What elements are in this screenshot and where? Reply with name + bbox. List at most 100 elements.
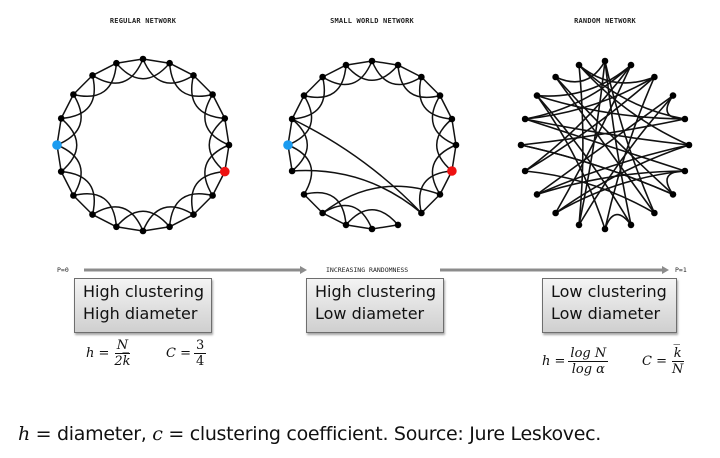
random-diameter-formula: h = log N log α (542, 346, 609, 377)
edge (291, 95, 305, 120)
box-line-2: High diameter (83, 304, 198, 323)
node (601, 225, 609, 233)
edge (211, 94, 226, 119)
edge (61, 75, 95, 120)
axis-arrowhead-end (662, 266, 669, 274)
edge (192, 194, 214, 216)
node (651, 73, 658, 81)
edge (536, 64, 632, 97)
highlight-node-blue (283, 140, 293, 150)
caption-h-symbol: h (18, 423, 30, 445)
random-network-title: RANDOM NETWORK (574, 17, 636, 25)
edge (204, 144, 230, 196)
node (448, 115, 456, 123)
node (368, 57, 376, 65)
edge (142, 58, 170, 64)
node (418, 73, 425, 81)
edge (92, 62, 117, 77)
edge (303, 193, 324, 214)
edge (291, 118, 308, 172)
edge (578, 64, 655, 84)
denominator: 4 (195, 354, 205, 369)
edge (192, 74, 214, 96)
edge (72, 194, 94, 216)
axis-start-label: P=0 (57, 266, 69, 274)
edge (554, 76, 656, 214)
networks-canvas (52, 55, 693, 235)
node (342, 221, 350, 229)
edge (56, 94, 82, 146)
node (669, 191, 677, 198)
numerator: N (114, 338, 131, 354)
node (57, 168, 65, 175)
node (139, 55, 147, 63)
edge (524, 118, 690, 146)
edge (169, 213, 194, 228)
edge (168, 63, 213, 97)
node (89, 72, 96, 79)
edge (142, 226, 170, 232)
caption-h-text: = diameter, (29, 423, 153, 445)
node (669, 92, 677, 99)
regular-properties-box: High clustering High diameter (74, 278, 212, 333)
node (521, 115, 529, 123)
edge (115, 62, 171, 80)
edge (431, 95, 457, 146)
fraction: N 2k̅ (112, 338, 132, 369)
node (681, 167, 689, 175)
denominator: N (671, 362, 684, 377)
node (681, 115, 689, 123)
node (209, 192, 216, 199)
regular-network (52, 55, 233, 235)
edge (418, 170, 452, 214)
randomness-axis (84, 266, 669, 274)
axis-end-label: P=1 (675, 266, 687, 274)
small-world-network-title: SMALL WORLD NETWORK (330, 17, 414, 25)
caption-c-text: = clustering coefficient. Source: Jure L… (162, 423, 602, 445)
node (319, 209, 326, 217)
formula-lhs: C = (166, 346, 191, 361)
node (627, 61, 635, 69)
formula-lhs: h = (86, 346, 110, 361)
node (651, 209, 658, 217)
edge (371, 224, 399, 230)
node (533, 191, 541, 198)
edge (191, 75, 225, 120)
edge (371, 60, 422, 86)
edge (303, 76, 324, 97)
node (368, 225, 376, 233)
edge (92, 206, 144, 232)
node (166, 59, 173, 67)
edge (168, 193, 213, 227)
edge (224, 118, 230, 146)
edge (418, 76, 452, 120)
edge (142, 58, 194, 84)
node (70, 192, 77, 199)
highlight-node-red (447, 166, 457, 176)
numerator: log N (568, 346, 609, 362)
node (601, 57, 609, 65)
edge (555, 60, 606, 83)
edge (73, 193, 118, 227)
edge (72, 74, 94, 96)
edge (116, 226, 144, 232)
denominator: 2k̅ (114, 354, 131, 369)
edge (666, 170, 685, 195)
small-world-properties-box: High clustering Low diameter (306, 278, 444, 333)
box-line-1: Low clustering (551, 282, 667, 301)
node (166, 223, 173, 231)
edge (439, 95, 453, 120)
edge (345, 209, 399, 226)
box-line-1: High clustering (83, 282, 205, 301)
edge (60, 117, 78, 173)
node (342, 61, 350, 69)
node (70, 91, 77, 98)
node (113, 223, 120, 231)
node (552, 209, 559, 217)
small-world-network (283, 57, 460, 233)
edge (92, 58, 144, 84)
edge (292, 169, 422, 214)
edge (292, 76, 326, 120)
edge (322, 60, 373, 86)
regular-diameter-formula: h = N 2k̅ (86, 338, 133, 369)
